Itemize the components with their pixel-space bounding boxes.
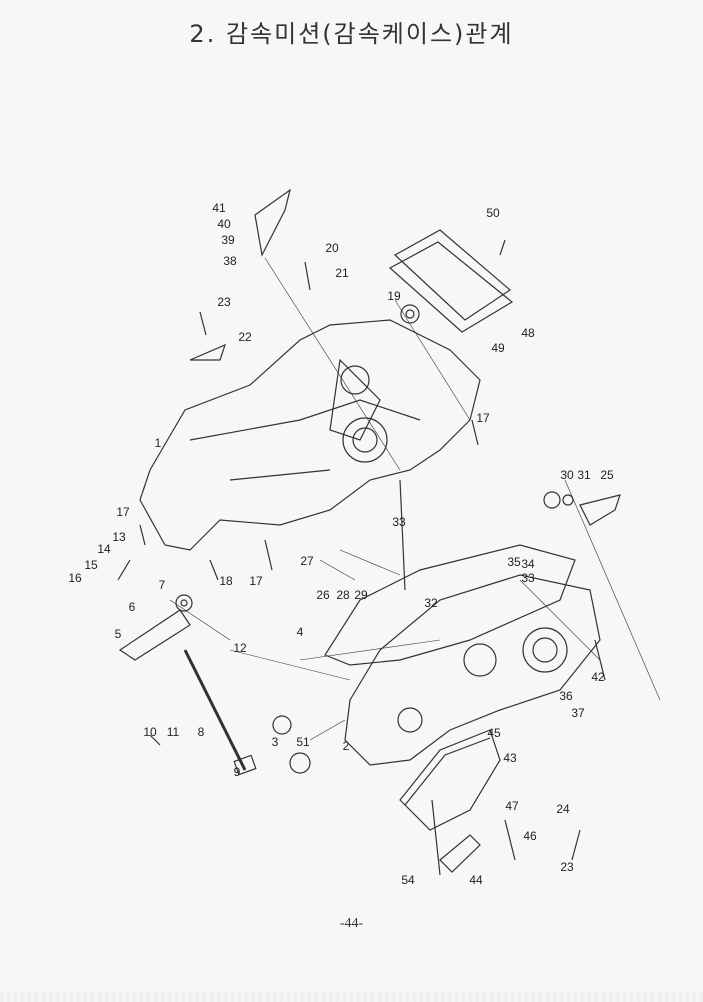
top-cover-plate — [393, 229, 511, 321]
part-callout: 24 — [556, 802, 570, 816]
part-callout: 47 — [505, 799, 519, 813]
part-callout: 48 — [521, 326, 535, 340]
part-callout: 36 — [559, 689, 573, 703]
part-callout: 7 — [158, 578, 166, 592]
part-callout: 2 — [342, 739, 350, 753]
part-callout: 22 — [238, 330, 252, 344]
part-callout: 43 — [503, 751, 517, 765]
part-callout: 11 — [166, 725, 180, 739]
part-callout: 5 — [114, 627, 122, 641]
part-callout: 49 — [491, 341, 505, 355]
lower-case-body — [344, 574, 601, 766]
part-callout: 42 — [591, 670, 605, 684]
part-callout: 6 — [128, 600, 136, 614]
part-callout: 29 — [354, 588, 368, 602]
part-callout: 3 — [271, 735, 279, 749]
part-callout: 30 — [560, 468, 574, 482]
shift-fork — [118, 609, 191, 661]
part-callout: 21 — [335, 266, 349, 280]
part-callout: 19 — [387, 289, 401, 303]
part-callout: 23 — [217, 295, 231, 309]
part-callout: 17 — [249, 574, 263, 588]
upper-case-body — [139, 319, 481, 551]
part-callout: 4 — [296, 625, 304, 639]
part-callout: 17 — [116, 505, 130, 519]
part-callout: 25 — [600, 468, 614, 482]
part-callout: 17 — [476, 411, 490, 425]
part-callout: 31 — [577, 468, 591, 482]
part-callout: 33 — [392, 515, 406, 529]
part-callout: 37 — [571, 706, 585, 720]
part-callout: 46 — [523, 829, 537, 843]
part-callout: 26 — [316, 588, 330, 602]
part-callout: 50 — [486, 206, 500, 220]
part-callout: 40 — [217, 217, 231, 231]
part-callout: 9 — [233, 765, 241, 779]
part-callout: 51 — [296, 735, 310, 749]
part-callout: 18 — [219, 574, 233, 588]
part-callout: 12 — [233, 641, 247, 655]
part-callout: 15 — [84, 558, 98, 572]
part-callout: 32 — [424, 596, 438, 610]
page-number: -44- — [339, 916, 364, 931]
scan-edge — [0, 992, 703, 1002]
part-callout: 8 — [197, 725, 205, 739]
part-callout: 20 — [325, 241, 339, 255]
part-callout: 39 — [221, 233, 235, 247]
part-callout: 1 — [154, 436, 162, 450]
part-callout: 44 — [469, 873, 483, 887]
part-callout: 23 — [560, 860, 574, 874]
part-callout: 33 — [521, 571, 535, 585]
part-callout: 54 — [401, 873, 415, 887]
part-callout: 14 — [97, 542, 111, 556]
part-callout: 41 — [212, 201, 226, 215]
part-callout: 45 — [487, 726, 501, 740]
gasket — [324, 544, 576, 666]
part-callout: 13 — [112, 530, 126, 544]
part-callout: 34 — [521, 557, 535, 571]
part-callout: 35 — [507, 555, 521, 569]
part-callout: 38 — [223, 254, 237, 268]
part-callout: 28 — [336, 588, 350, 602]
side-cover — [399, 729, 501, 831]
part-callout: 10 — [143, 725, 157, 739]
part-callout: 16 — [68, 571, 82, 585]
part-callout: 27 — [300, 554, 314, 568]
page-title: 2. 감속미션(감속케이스)관계 — [189, 20, 514, 48]
